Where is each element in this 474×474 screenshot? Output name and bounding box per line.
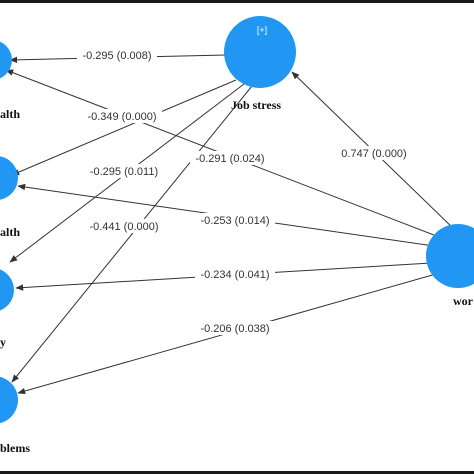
edge-label-e8: -0.206 (0.038) [200,323,269,335]
node-label-left3: y [0,335,6,349]
edge-label-bg [84,164,164,178]
node-left4[interactable] [0,376,18,424]
edge-label-bg [77,48,157,62]
node-label-right: wor [453,294,474,308]
node-left2[interactable] [0,156,18,200]
edge-label-e4: -0.441 (0.000) [89,221,158,233]
edge-label-bg [195,267,275,281]
edge-label-bg [82,109,162,123]
edge-label-bg [190,151,270,165]
edge-label-bg [84,219,164,233]
node-left3[interactable] [0,268,14,312]
edge-label-e2: -0.349 (0.000) [87,111,156,123]
edge-label-e7: -0.234 (0.041) [200,269,269,281]
node-label-left4: blems [0,441,30,455]
edge-jobstress-to-left2 [11,79,237,176]
node-label-job-stress: Job stress [231,98,281,112]
node-job-stress[interactable] [224,16,296,88]
node-label-left2: alth [0,225,20,239]
node-left1[interactable] [0,40,12,80]
node-right[interactable] [426,224,474,288]
edge-label-e6: -0.253 (0.014) [200,215,269,227]
edge-label-bg [334,146,414,160]
edge-label-bg [195,321,275,335]
edge-label-bg [195,213,275,227]
edge-jobstress-to-left4 [11,85,253,383]
expand-icon[interactable]: [+] [257,25,267,35]
edge-label-e1: -0.295 (0.008) [82,50,151,62]
edge-label-e5: -0.291 (0.024) [195,153,264,165]
edge-label-e3: -0.295 (0.011) [90,166,158,178]
node-label-left1: alth [0,107,20,121]
edge-label-e9: 0.747 (0.000) [341,148,406,160]
